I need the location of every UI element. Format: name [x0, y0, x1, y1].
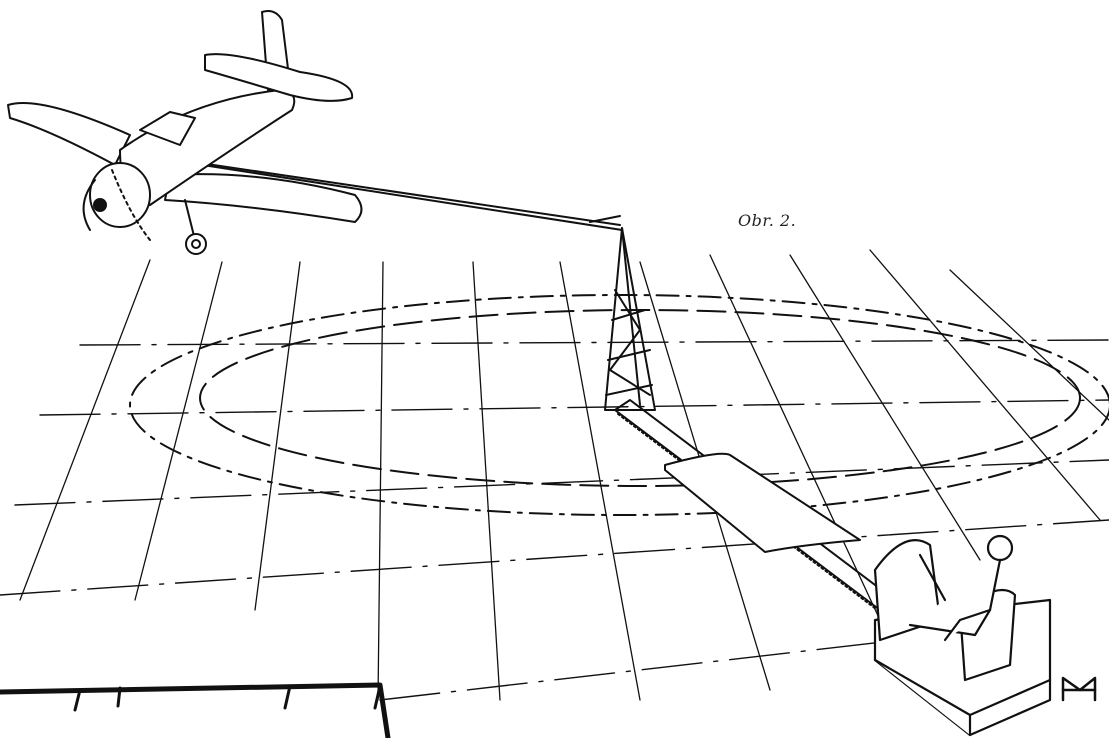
figure-caption: Obr. 2. [738, 211, 797, 230]
artist-monogram [1061, 676, 1097, 702]
flight-circle [129, 294, 1109, 516]
center-pylon [589, 215, 656, 411]
foreground-fence [0, 682, 391, 738]
ground-grid [0, 339, 1109, 701]
operator-booth [873, 534, 1052, 737]
airplane [7, 10, 363, 255]
control-line [179, 159, 623, 231]
ground-panel [664, 452, 861, 553]
